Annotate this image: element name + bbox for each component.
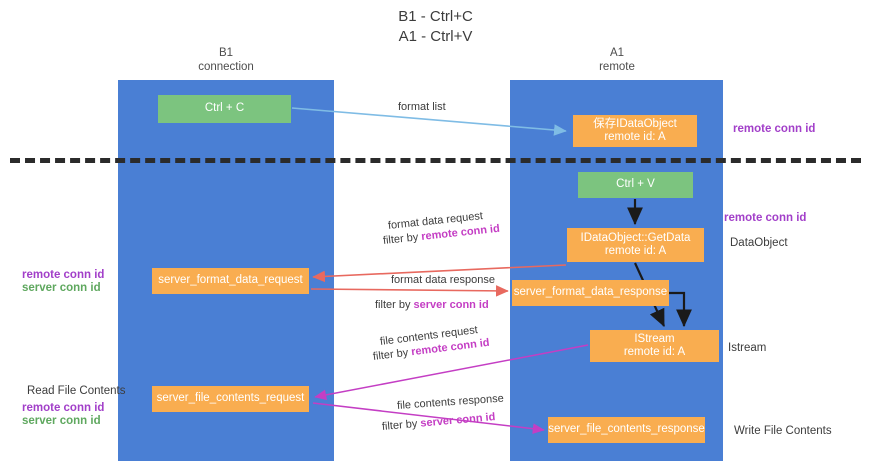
node-server-file-contents-response-label: server_file_contents_response	[548, 423, 705, 436]
annotation-istream: Istream	[728, 342, 767, 354]
node-istream-sub: remote id: A	[623, 346, 686, 358]
swimlane-b1-role: connection	[198, 61, 254, 73]
node-server-file-contents-response[interactable]: server_file_contents_response	[548, 417, 705, 443]
swimlane-b1-header: B1 connection	[156, 46, 296, 74]
filter-key-server-conn-id: server conn id	[419, 411, 496, 430]
node-ctrl-v-label: Ctrl + V	[616, 178, 655, 191]
edge-label-file-contents-response-filter: filter by server conn id	[381, 410, 496, 434]
annotation-remote-conn-id-mid: remote conn id	[724, 212, 807, 224]
filter-prefix: filter by	[382, 231, 422, 247]
node-idataobject-getdata-sub: remote id: A	[604, 245, 667, 257]
node-save-idataobject-label: 保存IDataObject	[593, 117, 677, 130]
annotation-left-remote-conn-id-1: remote conn id	[22, 269, 105, 281]
annotation-left-server-conn-id-2: server conn id	[22, 415, 101, 427]
node-server-format-data-response-label: server_format_data_response	[513, 286, 668, 299]
swimlane-a1-header: A1 remote	[547, 46, 687, 74]
edge-label-format-list-text: format list	[398, 101, 446, 113]
filter-prefix: filter by	[381, 417, 421, 433]
edge-label-format-list: format list	[398, 100, 446, 114]
node-save-idataobject[interactable]: 保存IDataObject remote id: A	[573, 115, 697, 147]
swimlane-a1-role: remote	[599, 61, 635, 73]
node-idataobject-getdata[interactable]: IDataObject::GetData remote id: A	[567, 228, 704, 262]
phase-divider	[10, 158, 861, 163]
node-ctrl-v[interactable]: Ctrl + V	[578, 172, 693, 198]
page-title: B1 - Ctrl+C A1 - Ctrl+V	[0, 7, 871, 47]
annotation-write-file-contents: Write File Contents	[734, 425, 832, 437]
node-server-file-contents-request[interactable]: server_file_contents_request	[152, 386, 309, 412]
swimlane-a1-name: A1	[609, 47, 625, 59]
edge-label-format-data-response-text: format data response	[391, 274, 495, 286]
node-istream[interactable]: IStream remote id: A	[590, 330, 719, 362]
edge-label-format-data-response: format data response	[391, 273, 495, 287]
annotation-left-server-conn-id-1: server conn id	[22, 282, 101, 294]
filter-key-server-conn-id: server conn id	[413, 299, 489, 311]
swimlane-b1-name: B1	[218, 47, 234, 59]
annotation-read-file-contents: Read File Contents	[27, 385, 126, 397]
annotation-left-remote-conn-id-2: remote conn id	[22, 402, 105, 414]
filter-prefix: filter by	[375, 299, 414, 311]
node-server-format-data-request[interactable]: server_format_data_request	[152, 268, 309, 294]
node-server-format-data-response[interactable]: server_format_data_response	[512, 280, 669, 306]
edge-label-format-data-response-filter: filter by server conn id	[375, 298, 489, 312]
edge-format-data-response	[310, 285, 509, 297]
node-ctrl-c[interactable]: Ctrl + C	[158, 95, 291, 123]
annotation-dataobject: DataObject	[730, 237, 788, 249]
annotation-remote-conn-id-top: remote conn id	[733, 123, 816, 135]
title-line-1: B1 - Ctrl+C	[398, 8, 473, 25]
node-server-file-contents-request-label: server_file_contents_request	[156, 392, 305, 405]
node-ctrl-c-label: Ctrl + C	[204, 102, 245, 115]
node-save-idataobject-sub: remote id: A	[604, 131, 666, 143]
edge-label-file-contents-response-text: file contents response	[396, 392, 505, 412]
node-idataobject-getdata-label: IDataObject::GetData	[580, 231, 691, 244]
node-istream-label: IStream	[634, 332, 675, 345]
node-server-format-data-request-label: server_format_data_request	[158, 274, 303, 287]
title-line-2: A1 - Ctrl+V	[398, 28, 473, 45]
filter-prefix: filter by	[372, 346, 412, 363]
